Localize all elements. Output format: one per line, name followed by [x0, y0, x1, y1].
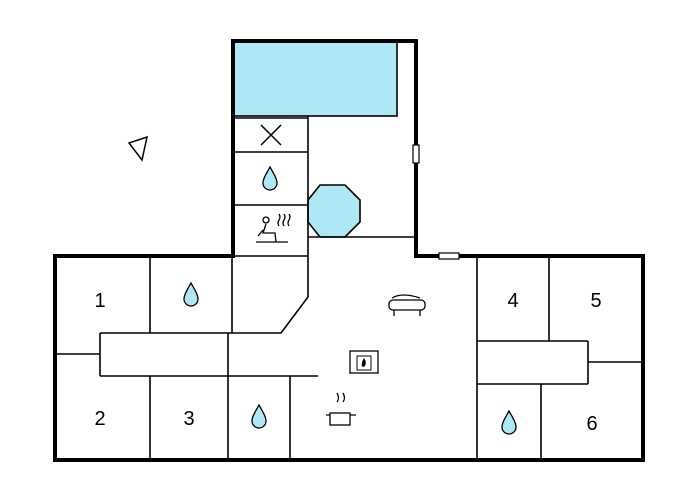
hot-tub-icon — [307, 184, 361, 238]
fireplace-icon — [349, 350, 379, 374]
water-drop-icon — [262, 165, 278, 191]
water-drop-icon — [183, 281, 199, 307]
room-2-label: 2 — [94, 408, 105, 430]
room-6-label: 6 — [586, 413, 597, 435]
room-1-label: 1 — [94, 290, 105, 312]
outer-wall — [53, 39, 645, 462]
pool-icon — [233, 41, 398, 117]
water-drop-icon — [501, 409, 517, 435]
room-5-label: 5 — [590, 290, 601, 312]
inner-walls — [57, 116, 641, 458]
window — [412, 144, 420, 164]
room-3-label: 3 — [183, 408, 194, 430]
x-mark-icon — [260, 124, 282, 146]
water-drop-icon — [251, 403, 267, 429]
sofa-icon — [388, 294, 426, 316]
window — [438, 252, 460, 260]
sauna-icon — [256, 213, 291, 243]
room-4-label: 4 — [507, 290, 518, 312]
north-arrow-icon — [127, 135, 149, 162]
cooking-pot-icon — [326, 392, 356, 426]
